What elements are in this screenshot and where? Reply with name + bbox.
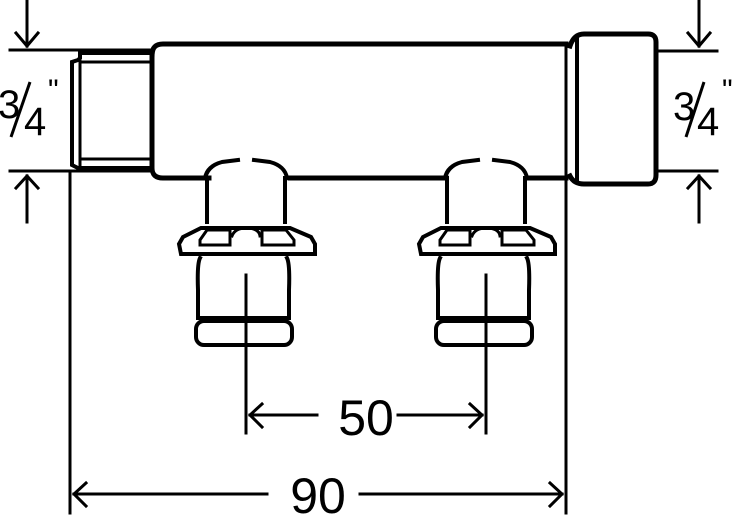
right-thread-dimension	[653, 0, 719, 224]
svg-text:4: 4	[24, 100, 46, 144]
left-thread-dimension	[8, 0, 154, 224]
left-thread-label: 3 4 "	[0, 74, 59, 144]
right-thread-label: 3 4 "	[673, 74, 733, 144]
left-threaded-end	[70, 51, 154, 170]
outlet-spacing-label: 50	[338, 390, 394, 446]
svg-text:3: 3	[673, 85, 695, 129]
overall-length-label: 90	[290, 468, 346, 518]
spacing-dimension-arrows	[247, 401, 485, 430]
right-union-nut	[564, 31, 659, 187]
manifold-body	[149, 41, 569, 181]
svg-text:4: 4	[697, 100, 719, 144]
outlet-right	[416, 157, 557, 435]
svg-text:": "	[722, 74, 733, 107]
outlet-left	[176, 157, 317, 435]
length-dimension-arrows	[71, 480, 565, 509]
svg-text:3: 3	[0, 83, 20, 127]
svg-text:": "	[48, 74, 59, 107]
